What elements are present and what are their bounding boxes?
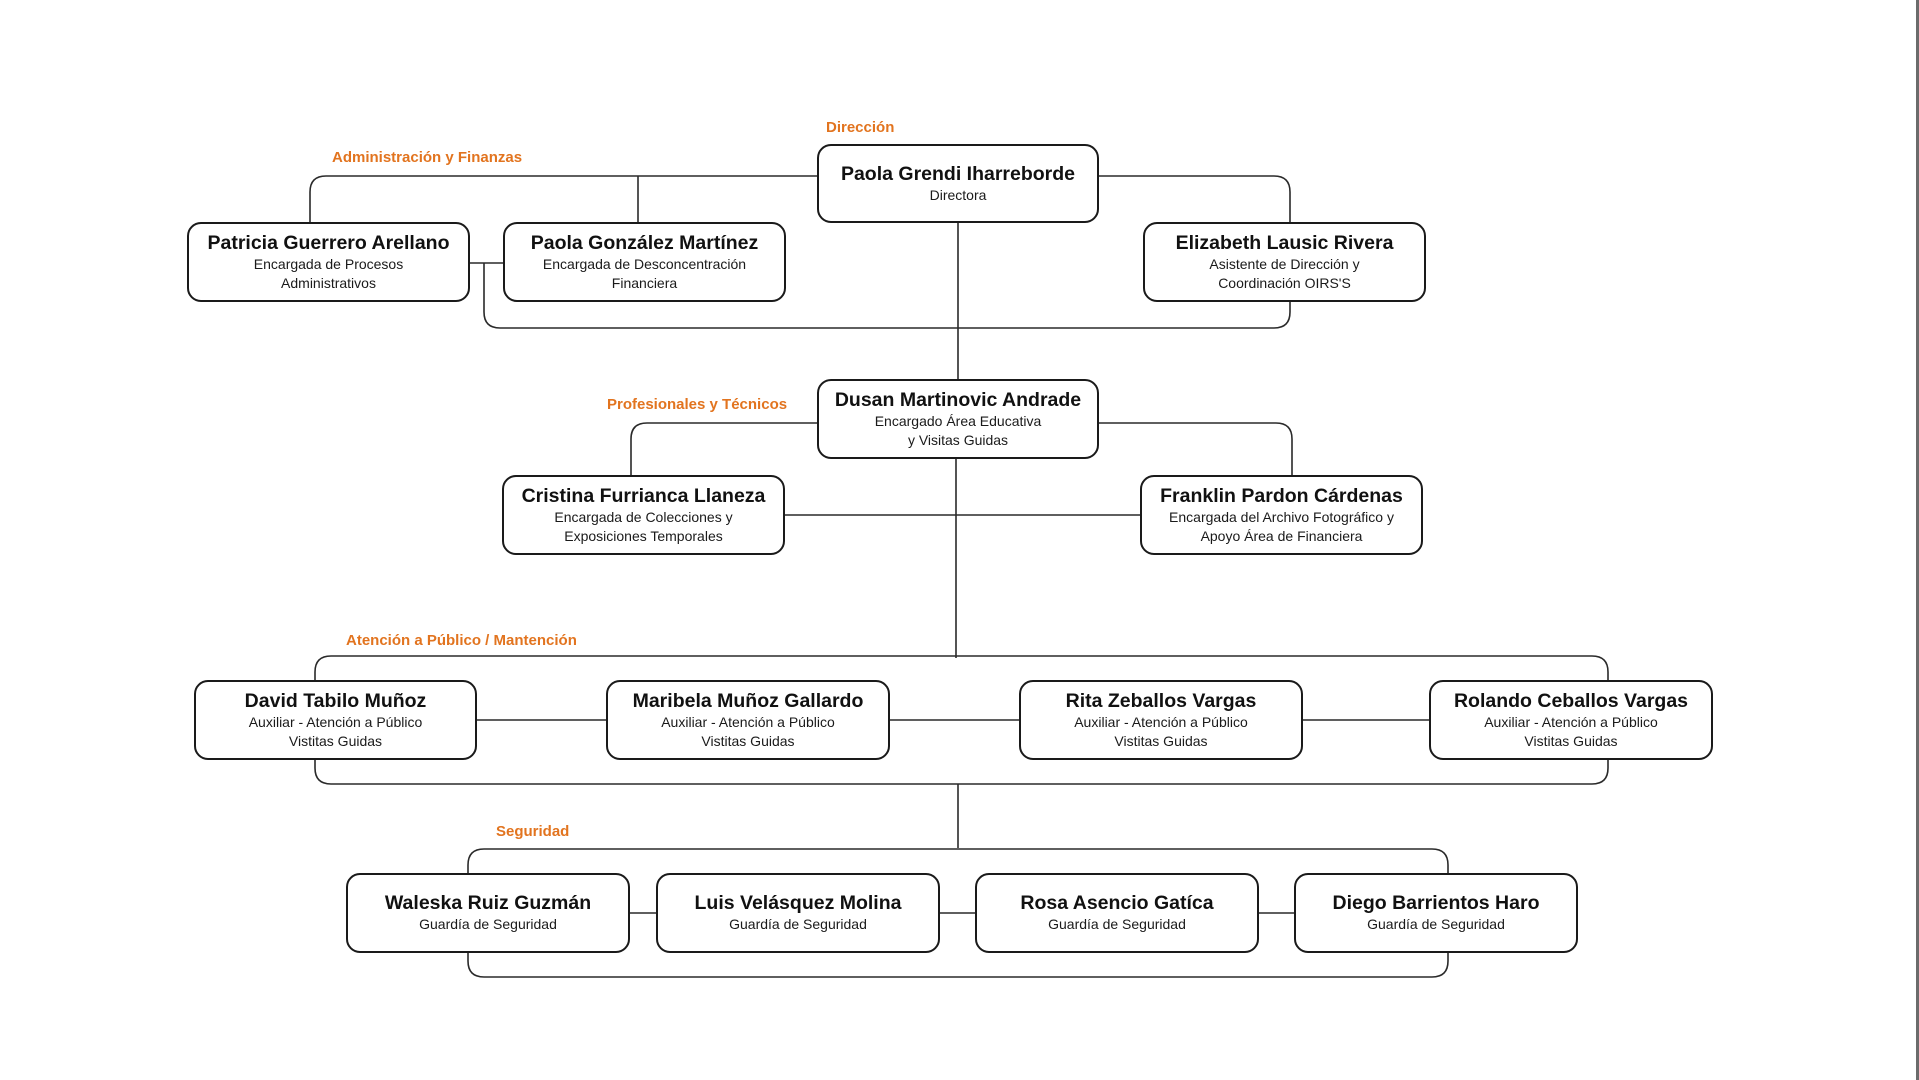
person-name: Diego Barrientos Haro: [1332, 892, 1540, 914]
card-david-tabilo: David Tabilo Muñoz Auxiliar - Atención a…: [194, 680, 477, 760]
person-role: Guardía de Seguridad: [729, 916, 867, 932]
person-name: Dusan Martinovic Andrade: [834, 388, 1082, 411]
person-name: Cristina Furrianca Llaneza: [521, 484, 766, 507]
card-rolando-ceballos: Rolando Ceballos Vargas Auxiliar - Atenc…: [1429, 680, 1713, 760]
connector-atencion-bottom: [314, 760, 1609, 785]
card-elizabeth-lausic: Elizabeth Lausic Rivera Asistente de Dir…: [1143, 222, 1426, 302]
person-name: Maribela Muñoz Gallardo: [632, 689, 864, 712]
section-label-administracion: Administración y Finanzas: [332, 149, 523, 166]
connector-dusan-franklin: [1098, 422, 1293, 476]
person-name: Patricia Guerrero Arellano: [207, 231, 450, 254]
person-role: Encargada de Colecciones y Exposiciones …: [554, 508, 733, 544]
card-cristina-furrianca: Cristina Furrianca Llaneza Encargada de …: [502, 475, 785, 555]
person-role: Encargada de Desconcentración Financiera: [542, 255, 747, 291]
connector-seguridad-bottom: [467, 953, 1449, 978]
card-diego-barrientos: Diego Barrientos Haro Guardía de Segurid…: [1294, 873, 1578, 953]
section-label-profesionales: Profesionales y Técnicos: [607, 396, 788, 413]
person-name: Waleska Ruiz Guzmán: [384, 892, 592, 914]
person-role: Guardía de Seguridad: [1048, 916, 1186, 932]
person-name: Paola González Martínez: [530, 231, 759, 254]
person-name: Luis Velásquez Molina: [694, 892, 902, 914]
connector-direccion-elizabeth: [1098, 175, 1291, 222]
section-label-atencion: Atención a Público / Mantención: [346, 632, 577, 649]
person-name: Rosa Asencio Gatíca: [1020, 892, 1214, 914]
card-rita-zeballos: Rita Zeballos Vargas Auxiliar - Atención…: [1019, 680, 1303, 760]
person-role: Encargado Área Educativa y Visitas Guida…: [874, 412, 1042, 448]
person-role: Auxiliar - Atención a Público Vistitas G…: [661, 713, 835, 749]
person-role: Auxiliar - Atención a Público Vistitas G…: [248, 713, 423, 749]
person-role: Encargada de Procesos Administrativos: [253, 255, 404, 291]
card-waleska-ruiz: Waleska Ruiz Guzmán Guardía de Seguridad: [346, 873, 630, 953]
person-name: Rita Zeballos Vargas: [1065, 689, 1257, 712]
card-maribela-munoz: Maribela Muñoz Gallardo Auxiliar - Atenc…: [606, 680, 890, 760]
person-role: Asistente de Dirección y Coordinación OI…: [1209, 255, 1360, 291]
person-role: Guardía de Seguridad: [1367, 916, 1505, 932]
connector-seguridad-top: [467, 848, 1449, 873]
person-name: David Tabilo Muñoz: [244, 689, 427, 712]
person-role: Auxiliar - Atención a Público Vistitas G…: [1484, 713, 1658, 749]
card-franklin-pardon: Franklin Pardon Cárdenas Encargada del A…: [1140, 475, 1423, 555]
person-role: Guardía de Seguridad: [419, 916, 557, 932]
section-label-seguridad: Seguridad: [496, 823, 570, 840]
card-patricia-guerrero: Patricia Guerrero Arellano Encargada de …: [187, 222, 470, 302]
card-dusan-martinovic: Dusan Martinovic Andrade Encargado Área …: [817, 379, 1099, 459]
section-label-direccion: Dirección: [826, 119, 895, 136]
connector-atencion-top: [314, 655, 1609, 680]
edge-border: [1916, 0, 1919, 1080]
person-role: Directora: [929, 186, 987, 203]
person-name: Elizabeth Lausic Rivera: [1175, 231, 1394, 254]
person-name: Paola Grendi Iharreborde: [840, 162, 1076, 185]
connector-direccion-admin: [309, 175, 818, 222]
card-paola-gonzalez: Paola González Martínez Encargada de Des…: [503, 222, 786, 302]
person-name: Franklin Pardon Cárdenas: [1160, 484, 1403, 507]
card-rosa-asencio: Rosa Asencio Gatíca Guardía de Seguridad: [975, 873, 1259, 953]
person-name: Rolando Ceballos Vargas: [1453, 689, 1689, 712]
card-directora: Paola Grendi Iharreborde Directora: [817, 144, 1099, 223]
person-role: Auxiliar - Atención a Público Vistitas G…: [1074, 713, 1248, 749]
connector-profesionales: [630, 422, 818, 476]
person-role: Encargada del Archivo Fotográfico y Apoy…: [1169, 508, 1394, 544]
card-luis-velasquez: Luis Velásquez Molina Guardía de Segurid…: [656, 873, 940, 953]
connector-admin-bottom: [483, 263, 1291, 329]
